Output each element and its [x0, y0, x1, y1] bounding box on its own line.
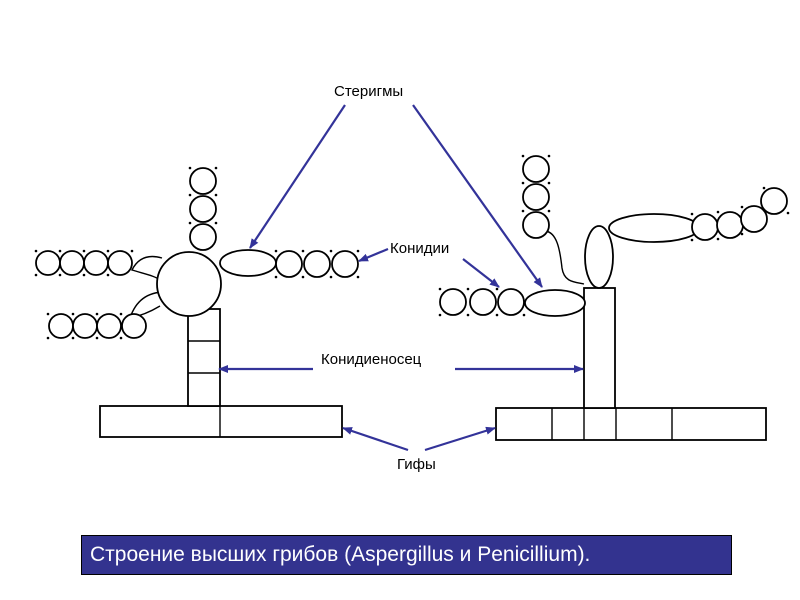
aspergillus-structure: [34, 166, 360, 438]
konidii-arrow-left: [358, 247, 389, 263]
caption-banner: Строение высших грибов (Aspergillus и Pe…: [81, 535, 732, 575]
left-conidia-bottom: [48, 313, 147, 339]
right-conidia-top: [522, 155, 550, 239]
left-spore-dots: [34, 166, 360, 340]
label-sterigmy: Стеригмы: [334, 83, 403, 100]
left-conidiophore: [187, 308, 221, 407]
right-metula-vertical: [584, 225, 614, 289]
right-spore-dots: [438, 154, 790, 317]
penicillium-structure: [438, 154, 790, 441]
sterigmy-arrow-left: [249, 104, 346, 249]
konidii-arrow-right: [462, 258, 500, 288]
left-sterigma: [219, 249, 277, 277]
label-konidienosec: Конидиеносец: [321, 351, 422, 368]
right-hypha: [495, 407, 767, 441]
right-sterigma: [524, 289, 586, 317]
left-conidia-left: [35, 250, 133, 276]
right-metula-horizontal: [608, 213, 700, 243]
right-conidiophore: [583, 287, 616, 409]
right-conidia-right: [691, 187, 788, 241]
sterigmy-arrow-right: [412, 104, 543, 288]
gify-arrow-right: [424, 426, 496, 452]
label-konidii: Конидии: [390, 240, 449, 257]
arrows: [218, 104, 584, 452]
left-hypha: [99, 405, 343, 438]
label-gify: Гифы: [397, 456, 436, 473]
left-conidia-top: [189, 167, 217, 251]
gify-arrow-left: [342, 426, 409, 452]
left-vesicle: [156, 251, 222, 317]
left-conidia-right: [275, 250, 359, 278]
right-conidia-left: [439, 288, 525, 316]
